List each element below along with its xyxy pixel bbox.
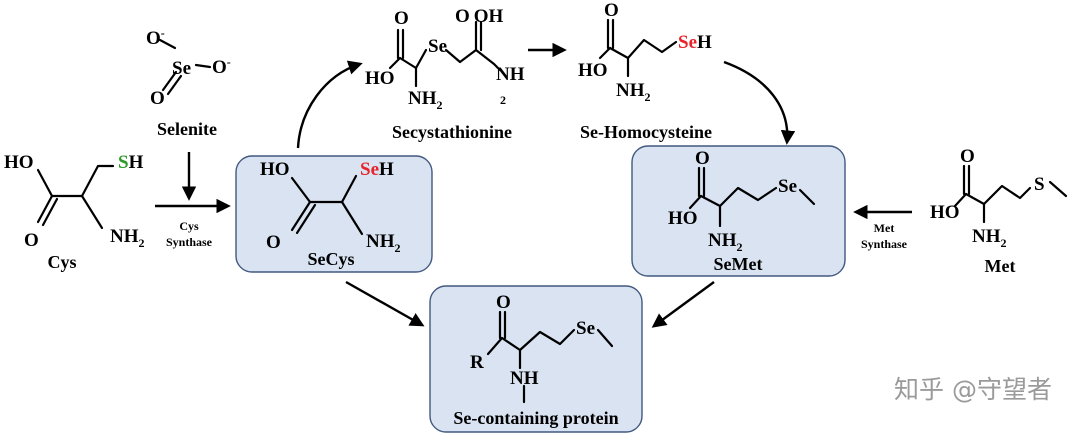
svg-text:O: O	[695, 148, 710, 169]
svg-text:2: 2	[500, 93, 506, 107]
svg-text:NH: NH	[510, 368, 539, 389]
se-protein-label: Se-containing protein	[453, 408, 618, 428]
arrow-secys-to-protein	[345, 280, 425, 327]
semet-box	[631, 145, 846, 277]
met-synthase-line2: Synthase	[861, 237, 908, 251]
cys-structure: HO SH O NH2	[4, 152, 145, 251]
svg-text:HO: HO	[260, 159, 290, 180]
selenite-structure: O- Se O- O	[146, 26, 231, 109]
svg-text:O-: O-	[146, 26, 165, 49]
svg-text:O: O	[496, 292, 511, 313]
hcy-se-atom: Se	[678, 32, 697, 53]
se-homocysteine-structure: O HO SeH NH2	[578, 0, 712, 104]
met-s-atom: S	[1034, 174, 1045, 195]
svg-text:NH2: NH2	[408, 88, 443, 112]
met-label: Met	[985, 256, 1016, 276]
svg-text:O: O	[266, 232, 281, 253]
cys-s-atom: S	[118, 152, 129, 173]
svg-text:SeH: SeH	[678, 32, 712, 53]
svg-text:O: O	[24, 230, 39, 251]
se-protein-structure: O R Se NH	[470, 292, 614, 404]
svg-text:O: O	[394, 8, 409, 29]
cys-synthase-line2: Synthase	[166, 235, 213, 249]
svg-text:NH2: NH2	[366, 231, 401, 255]
svg-text:O-: O-	[212, 55, 231, 78]
svg-text:NH2: NH2	[972, 226, 1007, 250]
se-homocysteine-label: Se-Homocysteine	[580, 122, 712, 142]
secys-box	[235, 155, 433, 273]
semet-structure: O HO Se NH2	[668, 148, 816, 254]
svg-text:O: O	[604, 0, 619, 21]
secys-label: SeCys	[307, 249, 354, 269]
svg-text:O: O	[150, 88, 165, 109]
svg-text:R: R	[470, 352, 484, 373]
arrow-semet-to-protein	[651, 281, 715, 328]
svg-text:HO: HO	[578, 60, 608, 81]
svg-text:O: O	[960, 146, 975, 167]
selenite-se-atom: Se	[172, 58, 191, 79]
svg-text:OOH: OOH	[455, 6, 504, 27]
svg-text:HO: HO	[4, 152, 34, 173]
protein-se-atom: Se	[576, 318, 595, 339]
svg-text:SeH: SeH	[360, 159, 394, 180]
arrow-secys-to-secystathionine	[296, 60, 363, 149]
svg-text:NH: NH	[496, 64, 525, 85]
svg-text:NH2: NH2	[110, 226, 145, 250]
svg-text:NH2: NH2	[708, 230, 743, 254]
secystathionine-se-atom: Se	[428, 36, 447, 57]
met-structure: O HO S NH2	[930, 146, 1068, 250]
cys-label: Cys	[47, 252, 76, 272]
met-synthase-line1: Met	[874, 221, 895, 235]
svg-text:HO: HO	[930, 202, 960, 223]
se-protein-box	[429, 285, 643, 433]
semet-label: SeMet	[714, 254, 763, 274]
svg-text:HO: HO	[365, 68, 395, 89]
svg-text:HO: HO	[668, 208, 698, 229]
selenite-label: Selenite	[157, 119, 217, 139]
semet-se-atom: Se	[778, 176, 797, 197]
cys-synthase-line1: Cys	[179, 219, 199, 233]
secystathionine-label: Secystathionine	[392, 122, 512, 142]
zhihu-watermark: 知乎 @守望者	[894, 375, 1052, 404]
svg-text:NH2: NH2	[616, 80, 651, 104]
secys-structure: HO SeH O NH2	[260, 159, 401, 255]
svg-text:SH: SH	[118, 152, 144, 173]
arrow-hcy-to-semet	[723, 60, 796, 145]
pathway-arrows	[155, 42, 912, 328]
secys-se-atom: Se	[360, 159, 379, 180]
